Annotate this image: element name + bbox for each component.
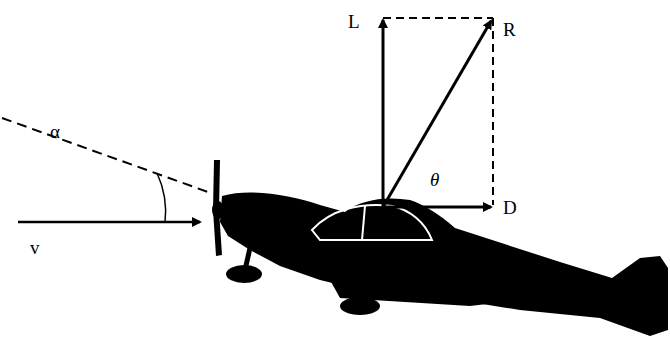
force-label: L xyxy=(348,12,360,31)
dashed-line xyxy=(492,18,494,205)
velocity-label: v xyxy=(30,238,40,257)
force-label: R xyxy=(503,20,516,39)
force-label: D xyxy=(503,198,517,217)
chord-line xyxy=(2,118,208,192)
lift-vector xyxy=(382,20,385,207)
angle-label: θ xyxy=(430,170,439,189)
velocity-arrow xyxy=(18,221,200,224)
resultant-vector xyxy=(383,21,491,207)
dashed-line xyxy=(383,17,493,19)
airplane-silhouette xyxy=(212,160,668,336)
drag-vector xyxy=(383,206,491,209)
angle-arc xyxy=(157,173,166,222)
angle-label: α xyxy=(50,122,60,141)
